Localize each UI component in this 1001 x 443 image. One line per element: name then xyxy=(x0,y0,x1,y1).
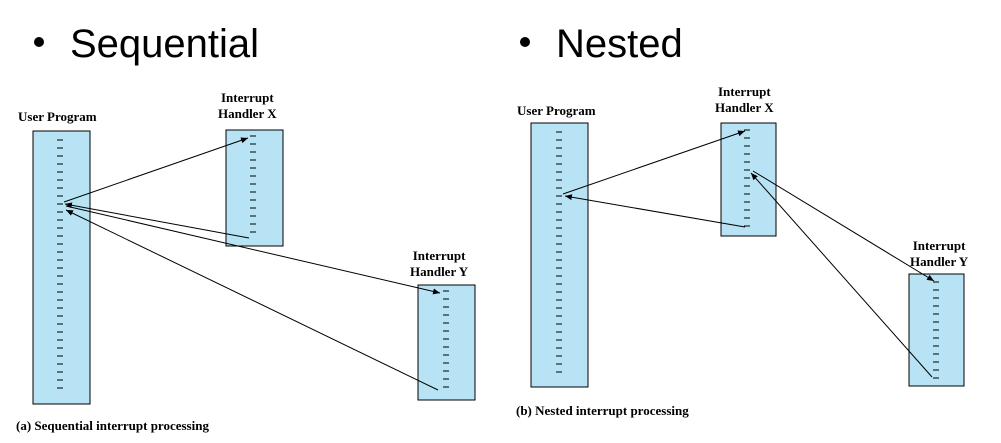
arrow-y-return-right xyxy=(750,172,933,378)
user-program-box-left xyxy=(32,130,91,405)
handler-x-label-right: Interrupt Handler X xyxy=(715,84,774,115)
handler-y-box-left xyxy=(417,284,476,401)
handler-y-label-left: Interrupt Handler Y xyxy=(410,248,469,279)
handler-y-label-right: Interrupt Handler Y xyxy=(910,238,969,269)
arrow-x-return-right xyxy=(564,194,746,228)
user-program-label-left: User Program xyxy=(18,109,97,124)
handler-x-label-left: Interrupt Handler X xyxy=(218,90,277,121)
arrow-x-to-y-right xyxy=(752,170,935,282)
arrow-y-return-left xyxy=(65,209,439,391)
handler-x-box-left xyxy=(225,129,284,247)
heading-nested: Nested xyxy=(520,22,683,67)
bullet-icon xyxy=(34,37,44,48)
bullet-icon xyxy=(520,37,530,48)
arrow-x-return-left xyxy=(64,202,250,239)
heading-sequential: Sequential xyxy=(34,22,259,67)
arrow-user-to-x-right xyxy=(562,130,746,195)
arrow-user-to-y-left xyxy=(65,205,441,295)
caption-nested: (b) Nested interrupt processing xyxy=(516,403,689,418)
user-program-label-right: User Program xyxy=(517,103,596,118)
user-program-box-right xyxy=(530,122,589,388)
caption-sequential: (a) Sequential interrupt processing xyxy=(16,418,209,433)
arrow-user-to-x-left xyxy=(63,137,249,203)
handler-y-box-right xyxy=(908,273,965,387)
